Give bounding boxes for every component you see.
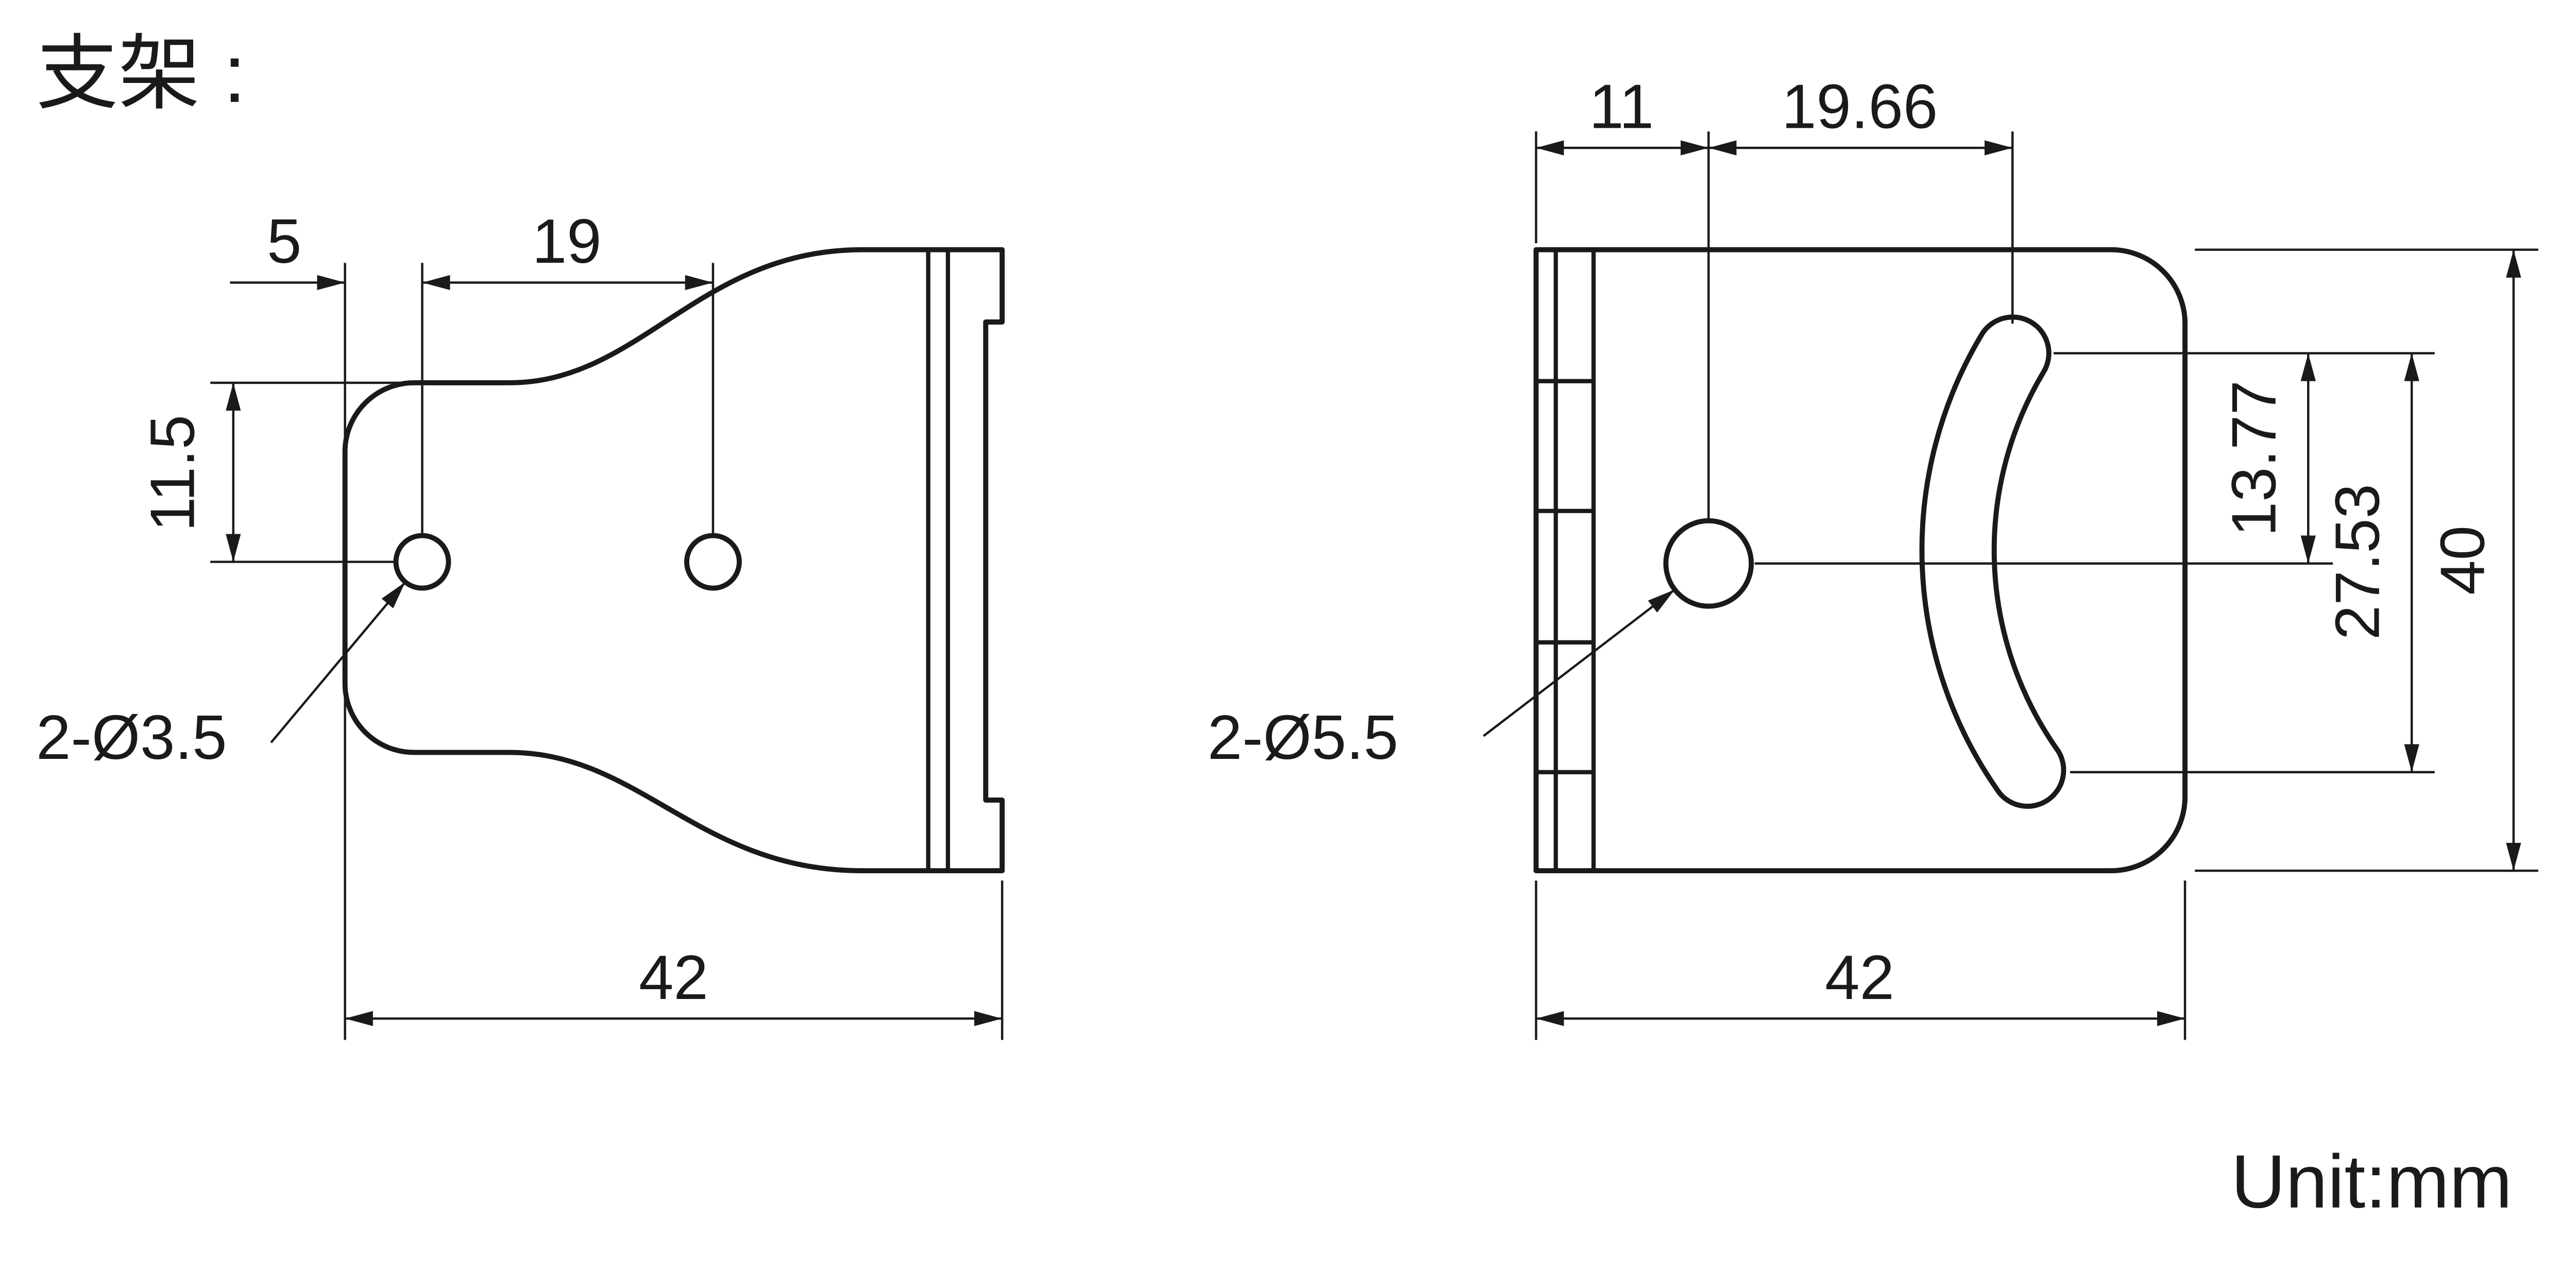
mounting-hole-right [684, 533, 742, 591]
dim-text-slot-top-to-hole: 13.77 [2218, 380, 2289, 536]
dim-text-slot-span: 27.53 [2322, 484, 2392, 640]
adjustment-arc-slot [1919, 314, 2066, 809]
dim-text-overall-width: 42 [639, 942, 708, 1012]
bracket-face-outline [1533, 247, 2188, 873]
left-view-dimensions: 5 19 11.5 2-Ø3.5 42 [36, 206, 1004, 1040]
right-view-dimensions: 11 19.66 13.77 27.53 40 2-Ø5.5 42 [1208, 72, 2538, 1040]
pivot-hole [1663, 518, 1754, 609]
dim-text-overall-width: 42 [1825, 942, 1894, 1012]
drawing-title: 支架 : [36, 28, 246, 120]
dim-text-top-to-hole: 11.5 [137, 415, 207, 532]
mounting-hole-left [393, 533, 451, 591]
left-view [342, 247, 1005, 873]
right-view [1533, 247, 2188, 873]
hole-callout-text: 2-Ø5.5 [1208, 702, 1398, 772]
leader-line-hole-callout [1483, 588, 1675, 737]
unit-label: Unit:mm [2231, 1140, 2512, 1224]
dim-text-edge-to-hole: 5 [267, 206, 301, 276]
bracket-side-profile-outline [342, 247, 1005, 873]
leader-line-hole-callout [270, 581, 406, 743]
hole-callout-text: 2-Ø3.5 [36, 702, 227, 772]
dim-text-edge-to-hole: 11 [1589, 72, 1654, 142]
dim-text-hole-to-slot: 19.66 [1782, 72, 1938, 142]
dim-text-overall-height: 40 [2427, 526, 2497, 595]
dim-text-hole-spacing: 19 [532, 206, 602, 276]
